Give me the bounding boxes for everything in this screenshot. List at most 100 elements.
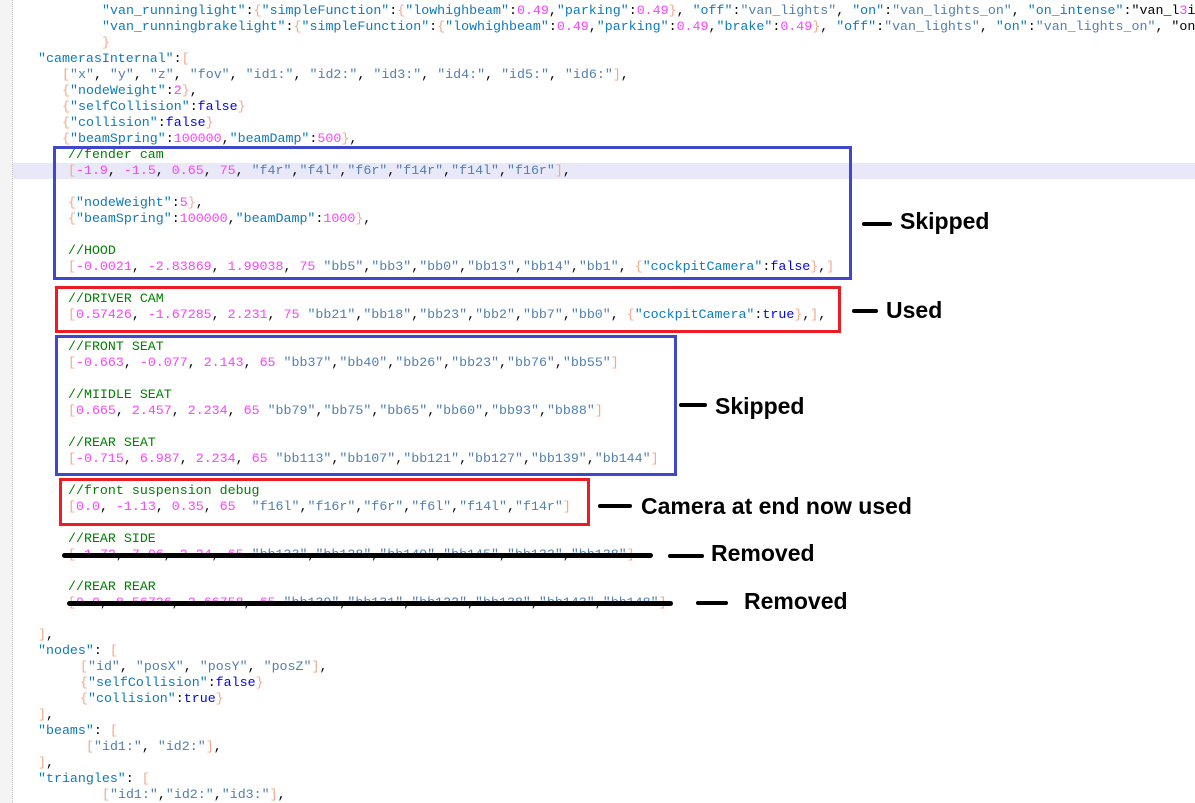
code-token: "lowhighbeam" [405,3,509,18]
code-line: ], [38,627,54,643]
code-token: , [45,627,54,642]
code-token: , [1011,3,1028,18]
code-token: , [247,659,264,674]
code-token: , [610,307,627,322]
code-token: : [171,195,180,210]
code-token: { [62,131,70,146]
code-token: ] [554,163,563,178]
code-token: , [522,451,531,466]
code-token: //REAR SIDE [68,531,156,546]
code-token: "f4l" [299,163,340,178]
code-token: "cockpitCamera" [642,259,763,274]
code-token: , [443,355,452,370]
code-token: , [443,163,452,178]
code-token: "nodeWeight" [69,83,166,98]
code-token: : [309,131,318,146]
code-token: { [68,211,76,226]
code-token: : [125,771,134,786]
code-token: , [123,451,140,466]
code-token: ] [38,707,46,722]
code-token: , [403,499,412,514]
code-token: [ [68,307,76,322]
code-token: 100000 [173,131,222,146]
code-token: ] [594,403,603,418]
line-gutter [0,0,13,803]
current-line-highlight [13,163,1195,179]
code-token: 0.49 [636,3,669,18]
code-token: "bb37" [283,355,332,370]
code-token: 6.987 [139,451,180,466]
code-token: "bb65" [379,403,428,418]
code-token: } [181,83,190,98]
code-token: "bb7" [522,307,563,322]
code-token: 0.49 [780,19,813,34]
code-line: {"beamSpring":100000,"beamDamp":1000}, [68,211,371,227]
code-token: { [68,195,76,210]
code-token: "id1:" [245,67,294,82]
code-token: "id2:" [157,739,206,754]
code-token: , [514,307,523,322]
code-token: "id3:" [221,787,270,802]
code-token: 2.231 [227,307,268,322]
code-token: 2.234 [195,451,236,466]
code-token: : [93,643,102,658]
annotation-dash [852,309,878,313]
code-token: , [387,355,396,370]
code-token: "bb21" [307,307,356,322]
code-token: "selfCollision" [69,99,190,114]
code-line: ], [38,707,54,723]
code-token: 0.665 [75,403,116,418]
code-token: "van_lights_on" [892,3,1012,18]
code-token: "bb0" [570,307,611,322]
code-line: [0.665, 2.457, 2.234, 65 "bb79","bb75","… [68,403,603,419]
code-token: , [107,163,124,178]
code-token: 0.0 [75,499,100,514]
code-token: , [395,451,404,466]
code-token: , [339,163,348,178]
code-token: , [211,259,228,274]
code-token: 0.35 [171,499,204,514]
code-token: : [1027,19,1036,34]
code-token: "f16r" [307,499,356,514]
code-token: "id" [87,659,120,674]
code-token: "on" [852,3,885,18]
code-token: 5 [179,195,188,210]
code-token: : [876,19,885,34]
code-token: ] [311,659,320,674]
code-token: "f6r" [347,163,388,178]
code-token: //FRONT SEAT [68,339,164,354]
code-token: "bb76" [507,355,555,370]
code-token: "bb121" [403,451,460,466]
code-token: , [1155,19,1172,34]
code-token: , [620,67,629,82]
code-token: , [315,403,324,418]
code-token: 75 [283,307,300,322]
code-token: //front suspension debug [68,483,260,498]
code-token: false [165,115,206,130]
code-token: " [1171,19,1180,34]
code-token: , [676,3,693,18]
code-token: "simpleFunction" [261,3,390,18]
code-token: "beamSpring" [69,131,166,146]
code-token: : [429,19,438,34]
code-token: //DRIVER CAM [68,291,164,306]
code-line: "beams": [ [38,723,118,739]
code-token: "nodes" [38,643,94,658]
code-token: , [93,67,110,82]
code-token: "van_lights" [884,19,980,34]
code-token: } [355,211,364,226]
code-token: van_l [1139,3,1180,18]
code-token: { [80,675,88,690]
code-token: "van_runninglight" [102,3,246,18]
code-token: , [349,131,358,146]
code-token: , [213,787,222,802]
code-line: "camerasInternal":[ [38,51,190,67]
code-token: : [548,19,557,34]
code-token: : [772,19,781,34]
code-token: { [253,3,262,18]
annotation-dash [598,504,632,508]
code-token: { [80,691,88,706]
code-token: 65 [219,499,236,514]
code-token: , [459,451,468,466]
code-token: "bb14" [522,259,571,274]
